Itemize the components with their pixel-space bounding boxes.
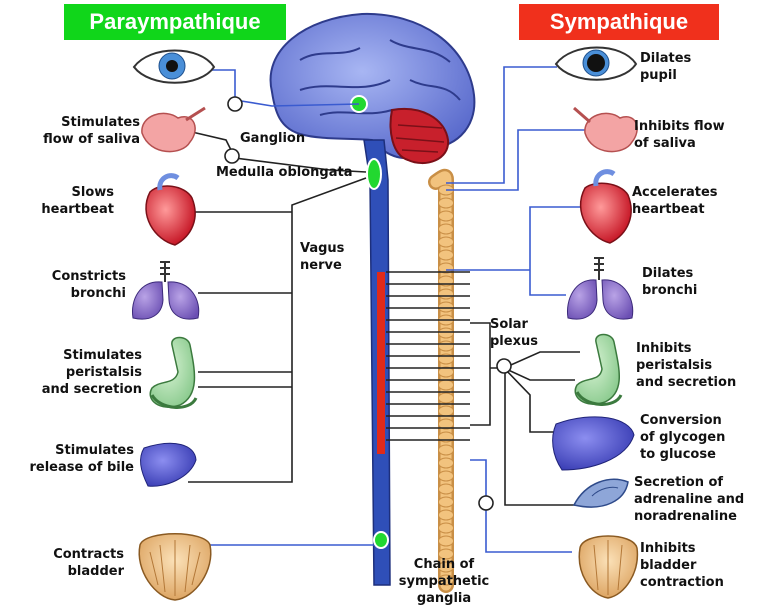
sympathetic-header: Sympathique [519, 4, 719, 40]
ganglion-bead [439, 237, 454, 247]
parasympathetic-header: Paraympathique [64, 4, 286, 40]
ganglion-node-saliva [225, 149, 239, 163]
ganglion-bead [439, 497, 454, 507]
ganglion-bead [439, 211, 454, 221]
lungs-icon [567, 257, 632, 319]
label-right-adrenal: Secretion of adrenaline and noradrenalin… [634, 474, 770, 525]
label-left-bile: Stimulates release of bile [10, 442, 134, 476]
ganglion-bead [439, 536, 454, 546]
ganglion-bead [439, 393, 454, 403]
ganglion-bead [439, 328, 454, 338]
label-left-heart: Slows heartbeat [34, 184, 114, 218]
heart-icon [581, 172, 632, 243]
label-right-bladder: Inhibits bladder contraction [640, 540, 760, 591]
label-medulla-oblongata: Medulla oblongata [216, 164, 366, 181]
stomach-icon [150, 338, 196, 408]
adrenal-gland-icon [574, 479, 628, 507]
label-right-pupil: Dilates pupil [640, 50, 730, 84]
label-left-bronchi: Constricts bronchi [26, 268, 126, 302]
label-ganglion: Ganglion [240, 130, 320, 147]
ganglion-bead [439, 198, 454, 208]
liver-icon [553, 417, 634, 470]
ganglion-bead [439, 484, 454, 494]
ganglion-bead [439, 380, 454, 390]
eye-icon [556, 48, 636, 80]
liver-icon [141, 443, 196, 486]
ganglion-bead [439, 471, 454, 481]
ganglion-bead [439, 289, 454, 299]
preganglionic-segment-marker [377, 272, 385, 454]
medulla-oblongata-marker [367, 159, 381, 189]
label-left-bladder: Contracts bladder [30, 546, 124, 580]
label-right-saliva: Inhibits flow of saliva [634, 118, 764, 152]
salivary-gland-icon [142, 108, 205, 152]
ganglion-bead [439, 302, 454, 312]
sacral-marker [374, 532, 388, 548]
sympathetic-ganglia-chain [436, 177, 454, 585]
label-right-heart: Accelerates heartbeat [632, 184, 764, 218]
eye-icon [134, 51, 214, 83]
label-vagus-nerve: Vagus nerve [300, 240, 360, 274]
label-left-stomach: Stimulates peristalsis and secretion [20, 347, 142, 398]
ganglion-bead [439, 406, 454, 416]
lungs-icon [132, 262, 198, 319]
label-right-stomach: Inhibits peristalsis and secretion [636, 340, 768, 391]
ganglion-node-eye [228, 97, 242, 111]
ganglion-node-bladder [479, 496, 493, 510]
label-right-bronchi: Dilates bronchi [642, 265, 732, 299]
ganglion-bead [439, 341, 454, 351]
heart-icon [146, 176, 195, 245]
label-left-saliva: Stimulates flow of saliva [26, 114, 140, 148]
ganglion-bead [439, 510, 454, 520]
ganglion-bead [439, 458, 454, 468]
bladder-icon [139, 534, 211, 600]
label-right-liver: Conversion of glycogen to glucose [640, 412, 760, 463]
ganglion-bead [439, 445, 454, 455]
stomach-icon [575, 335, 621, 405]
solar-plexus-node [497, 359, 511, 373]
ganglion-bead [439, 224, 454, 234]
label-solar-plexus: Solar plexus [490, 316, 560, 350]
label-sympathetic-chain: Chain of sympathetic ganglia [396, 556, 492, 606]
ganglion-bead [439, 523, 454, 533]
bladder-icon [579, 536, 637, 598]
ganglion-bead [439, 250, 454, 260]
